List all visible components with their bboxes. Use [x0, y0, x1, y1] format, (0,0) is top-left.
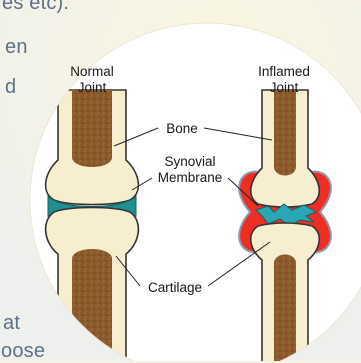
cartilage-label: Cartilage — [140, 280, 210, 296]
normal-upper-marrow — [72, 90, 112, 167]
normal-joint — [46, 90, 139, 361]
bone-label: Bone — [158, 121, 206, 137]
inflamed-joint-title-line1: Inflamed — [244, 64, 324, 80]
inflamed-joint-title-line2: Joint — [244, 80, 324, 96]
synovial-membrane-label: Synovial Membrane — [146, 154, 234, 186]
normal-joint-title-line1: Normal — [52, 64, 132, 80]
normal-lower-marrow — [72, 249, 112, 361]
inflamed-upper-marrow — [274, 90, 296, 176]
normal-joint-title: Normal Joint — [52, 64, 132, 96]
inflamed-joint-title: Inflamed Joint — [244, 64, 324, 96]
synovial-label-line2: Membrane — [146, 170, 234, 186]
synovial-label-line1: Synovial — [146, 154, 234, 170]
normal-joint-title-line2: Joint — [52, 80, 132, 96]
inflamed-lower-marrow — [274, 255, 296, 362]
